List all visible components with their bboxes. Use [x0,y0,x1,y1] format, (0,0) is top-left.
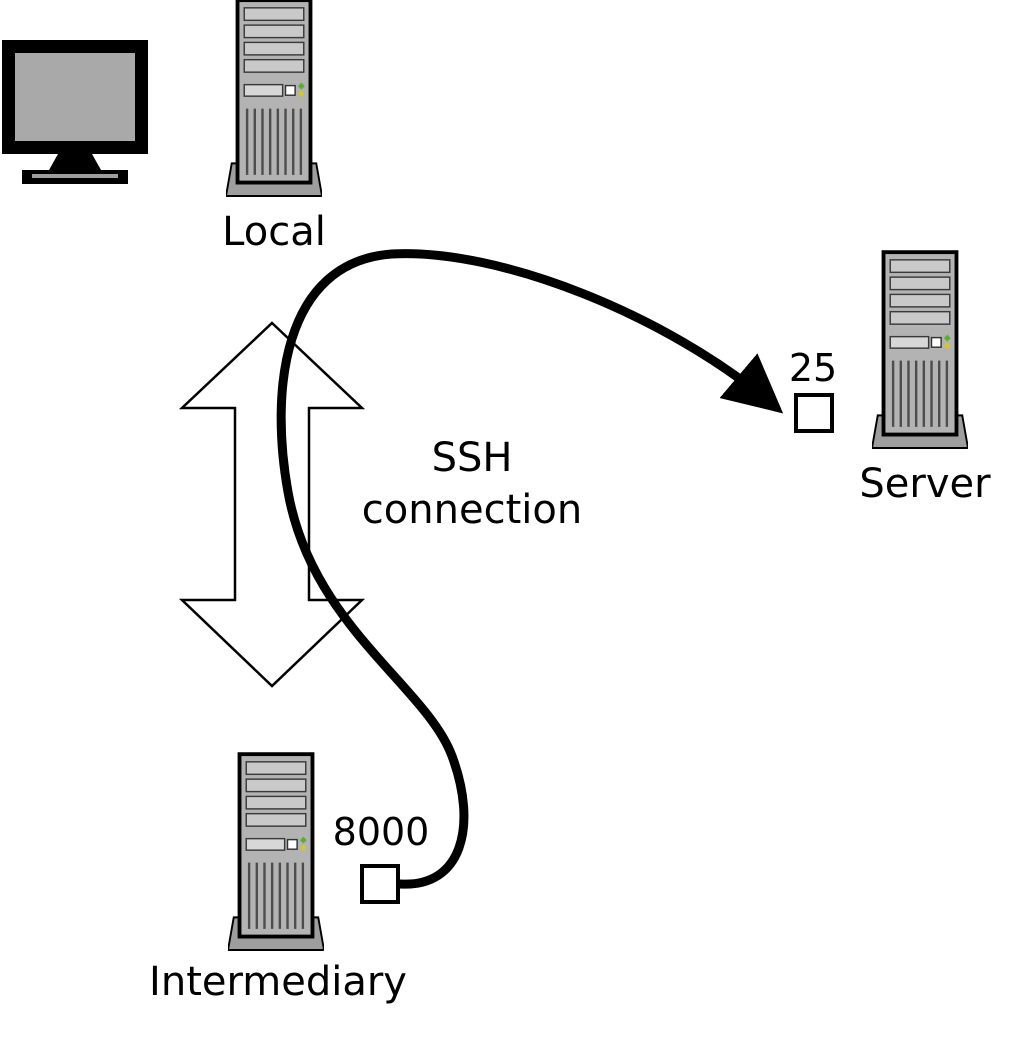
monitor-icon [2,40,148,184]
ssh-connection-label-line1: SSH [431,435,513,481]
intermediary-port-square [360,864,400,904]
intermediary-computer-tower-icon [228,752,324,952]
ssh-double-arrow [178,321,366,688]
server-port-square [794,393,834,433]
server-port-label: 25 [788,346,838,390]
local-computer-tower-icon [226,0,322,198]
server-computer-tower-icon [872,250,968,450]
ssh-connection-label-line2: connection [361,487,583,533]
intermediary-port-label: 8000 [332,810,430,854]
ssh-connection-label: SSH connection [362,432,582,536]
local-label: Local [222,209,326,255]
server-label: Server [859,461,991,507]
tunnel-curve [276,249,784,889]
intermediary-label: Intermediary [149,959,407,1005]
